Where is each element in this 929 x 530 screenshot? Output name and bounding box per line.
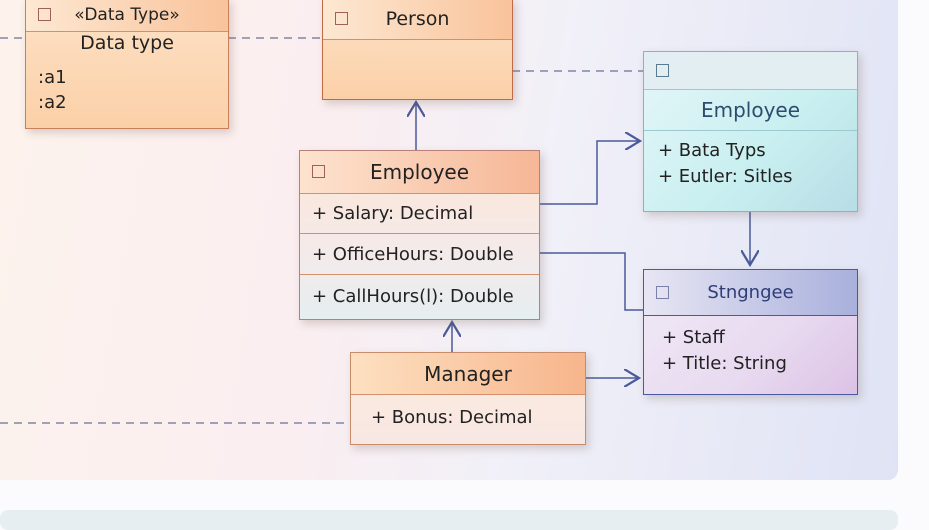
attribute: + Bonus: Decimal xyxy=(371,406,533,428)
attribute: + OfficeHours: Double xyxy=(300,234,539,275)
assoc-employee-employee2 xyxy=(539,141,640,205)
class-name: Employee xyxy=(700,98,801,122)
attribute: + Bata Typs xyxy=(658,139,766,161)
class-name: Person xyxy=(385,8,450,30)
person-class[interactable]: Person xyxy=(322,0,513,100)
attribute: + CallHours(l): Double xyxy=(312,285,514,307)
datatype-class[interactable]: «Data Type» Data type :a1 :a2 xyxy=(25,0,229,129)
attribute: + Title: String xyxy=(662,352,787,374)
stereotype: «Data Type» xyxy=(74,5,180,25)
class-name: Data type xyxy=(80,32,174,54)
manager-class[interactable]: Manager + Bonus: Decimal xyxy=(350,352,586,445)
checkbox-icon xyxy=(38,8,51,21)
class-name: Stngngee xyxy=(707,282,794,303)
assoc-employee-stngngee xyxy=(539,252,643,311)
checkbox-icon xyxy=(656,285,669,299)
attribute: + Eutler: Sitles xyxy=(658,165,793,187)
attribute: + Salary: Decimal xyxy=(300,194,539,234)
checkbox-icon xyxy=(312,165,325,178)
attribute: :a2 xyxy=(38,91,67,113)
attribute: :a1 xyxy=(38,66,67,88)
class-name: Manager xyxy=(424,361,512,386)
employee2-class[interactable]: Employee + Bata Typs + Eutler: Sitles xyxy=(643,51,858,212)
checkbox-icon xyxy=(656,63,669,77)
employee-class[interactable]: Employee + Salary: Decimal + OfficeHours… xyxy=(299,150,540,320)
stngngee-class[interactable]: Stngngee + Staff + Title: String xyxy=(643,269,858,395)
class-name: Employee xyxy=(369,160,470,184)
attribute: + Staff xyxy=(662,326,725,348)
checkbox-icon xyxy=(335,12,348,25)
